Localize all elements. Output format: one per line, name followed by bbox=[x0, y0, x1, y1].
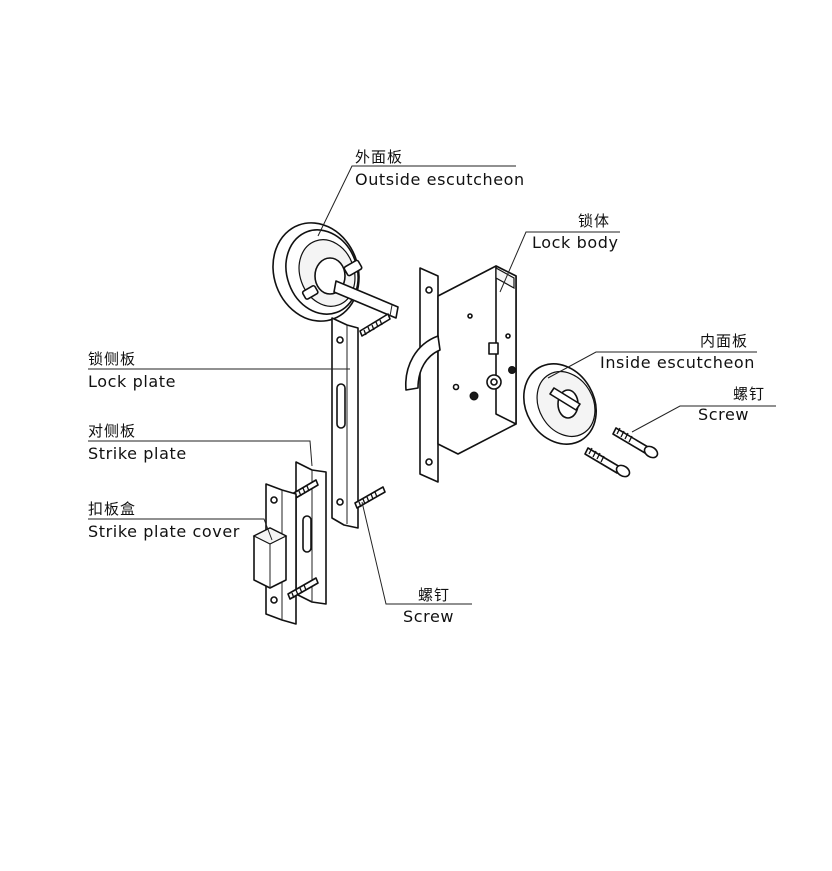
label-lock-body-en: Lock body bbox=[532, 233, 619, 252]
screw-right-upper-icon bbox=[612, 427, 659, 459]
label-lock-plate-en: Lock plate bbox=[88, 372, 176, 391]
label-strike-plate-cover: 扣板盒 Strike plate cover bbox=[88, 500, 240, 541]
label-inside-escutcheon-zh: 内面板 bbox=[700, 332, 748, 350]
lock-body-part bbox=[405, 265, 517, 483]
label-strike-plate-cover-en: Strike plate cover bbox=[88, 522, 240, 541]
screw-right-lower-icon bbox=[584, 447, 631, 478]
leader-lines bbox=[88, 165, 776, 605]
strike-plate-part bbox=[286, 461, 327, 605]
lock-plate-part bbox=[331, 313, 391, 529]
label-screw-bottom-en: Screw bbox=[403, 607, 454, 626]
label-inside-escutcheon-en: Inside escutcheon bbox=[600, 353, 755, 372]
label-strike-plate-en: Strike plate bbox=[88, 444, 187, 463]
lock-plate-screw-top-icon bbox=[359, 313, 391, 337]
label-outside-escutcheon: 外面板 Outside escutcheon bbox=[355, 148, 525, 189]
label-outside-escutcheon-zh: 外面板 bbox=[355, 148, 403, 166]
label-strike-plate-zh: 对侧板 bbox=[88, 422, 136, 440]
label-screw-right: 螺钉 Screw bbox=[698, 385, 765, 424]
lock-plate-screw-bottom-icon bbox=[354, 486, 386, 509]
label-lock-body-zh: 锁体 bbox=[578, 212, 610, 230]
label-strike-plate: 对侧板 Strike plate bbox=[88, 422, 187, 463]
label-outside-escutcheon-en: Outside escutcheon bbox=[355, 170, 525, 189]
outside-escutcheon-part bbox=[272, 222, 399, 322]
label-screw-right-en: Screw bbox=[698, 405, 749, 424]
label-screw-bottom: 螺钉 Screw bbox=[403, 586, 454, 626]
strike-plate-cover-part bbox=[252, 483, 319, 625]
label-screw-bottom-zh: 螺钉 bbox=[418, 586, 450, 604]
label-inside-escutcheon: 内面板 Inside escutcheon bbox=[600, 332, 755, 372]
label-lock-plate-zh: 锁侧板 bbox=[88, 350, 136, 368]
inside-escutcheon-part bbox=[523, 363, 597, 445]
strike-cover-screw-icon bbox=[287, 577, 319, 600]
label-screw-right-zh: 螺钉 bbox=[733, 385, 765, 403]
label-lock-body: 锁体 Lock body bbox=[532, 212, 619, 252]
label-lock-plate: 锁侧板 Lock plate bbox=[88, 350, 176, 391]
label-strike-plate-cover-zh: 扣板盒 bbox=[88, 500, 136, 518]
